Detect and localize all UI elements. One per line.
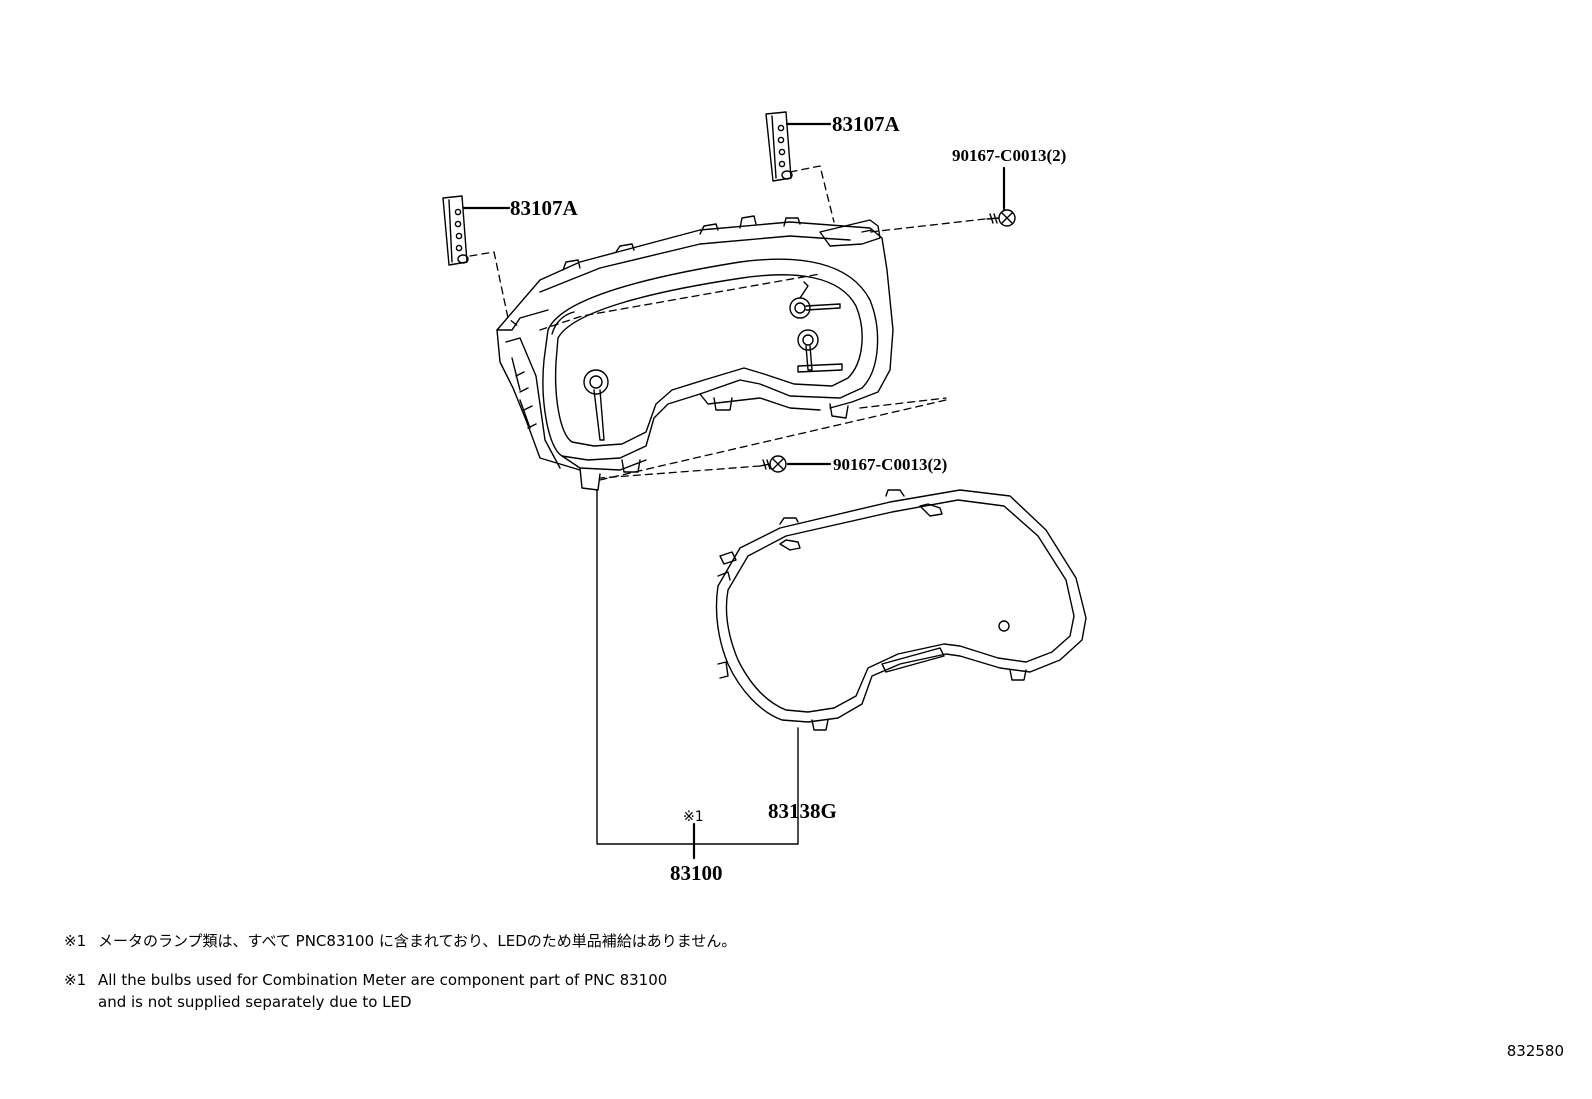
bulb-socket-strip-top — [765, 111, 793, 182]
meter-glass-lens — [715, 489, 1087, 731]
label-83138G: 83138G — [768, 799, 837, 823]
footnote-english: ※1 All the bulbs used for Combination Met… — [64, 969, 667, 1013]
footnote-japanese-text: メータのランプ類は、すべて PNC83100 に含まれており、LEDのため単品補… — [98, 932, 737, 950]
label-83107A-top: 83107A — [832, 112, 901, 136]
label-note-ref: ※1 — [683, 809, 704, 825]
leader-lines — [596, 489, 799, 860]
label-83107A-left: 83107A — [510, 196, 579, 220]
bulb-socket-strip-left — [442, 195, 469, 266]
assembly-guide-lines — [469, 165, 986, 481]
label-83100: 83100 — [670, 861, 723, 885]
label-screw-upper: 90167-C0013(2) — [952, 146, 1066, 165]
footnote-mark: ※1 — [64, 971, 87, 989]
screw-lower — [759, 455, 787, 473]
label-screw-lower: 90167-C0013(2) — [833, 455, 947, 474]
footnote-english-line2: and is not supplied separately due to LE… — [98, 993, 412, 1011]
footnote-mark: ※1 — [64, 932, 87, 950]
footnote-english-line1: All the bulbs used for Combination Meter… — [98, 971, 668, 989]
combination-meter-body — [496, 215, 894, 491]
illustration-code: 832580 — [1506, 1042, 1564, 1060]
screw-upper — [986, 209, 1016, 227]
footnote-japanese: ※1 メータのランプ類は、すべて PNC83100 に含まれており、LEDのため単… — [64, 930, 736, 952]
